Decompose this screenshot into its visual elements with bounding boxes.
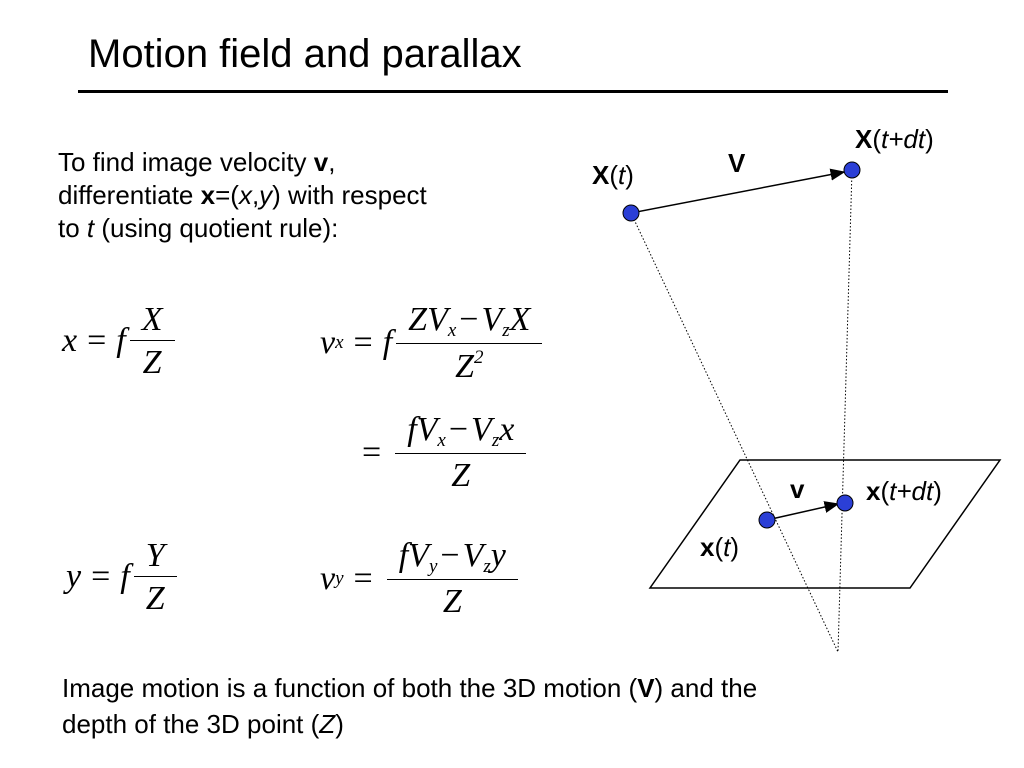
point-3d-tdt: [843, 161, 861, 179]
point-image-tdt: [836, 494, 854, 512]
label-X-t: X(t): [592, 160, 634, 190]
point-3d-t: [622, 204, 640, 222]
projection-ray-t: [630, 212, 839, 653]
label-x-t: x(t): [700, 532, 739, 562]
projection-ray-tdt: [837, 169, 853, 653]
image-plane: [648, 459, 1002, 589]
velocity-3d-arrow: [630, 168, 846, 214]
intro-text: To find image velocity v, differentiate …: [58, 147, 427, 243]
point-image-t: [758, 511, 776, 529]
velocity-image-arrow: [766, 501, 840, 521]
title-underline: [78, 90, 948, 93]
label-V: V: [728, 148, 746, 178]
label-x-tdt: x(t+dt): [866, 476, 942, 506]
label-v: v: [790, 474, 805, 504]
footer-text: Image motion is a function of both the 3…: [62, 673, 758, 739]
slide-title: Motion field and parallax: [88, 32, 522, 76]
v-bold: v: [313, 147, 329, 177]
x-bold: x: [200, 180, 216, 210]
label-X-tdt: X(t+dt): [855, 124, 934, 154]
equation-vx-simplified: = fVx−Vzx Z: [352, 412, 527, 494]
